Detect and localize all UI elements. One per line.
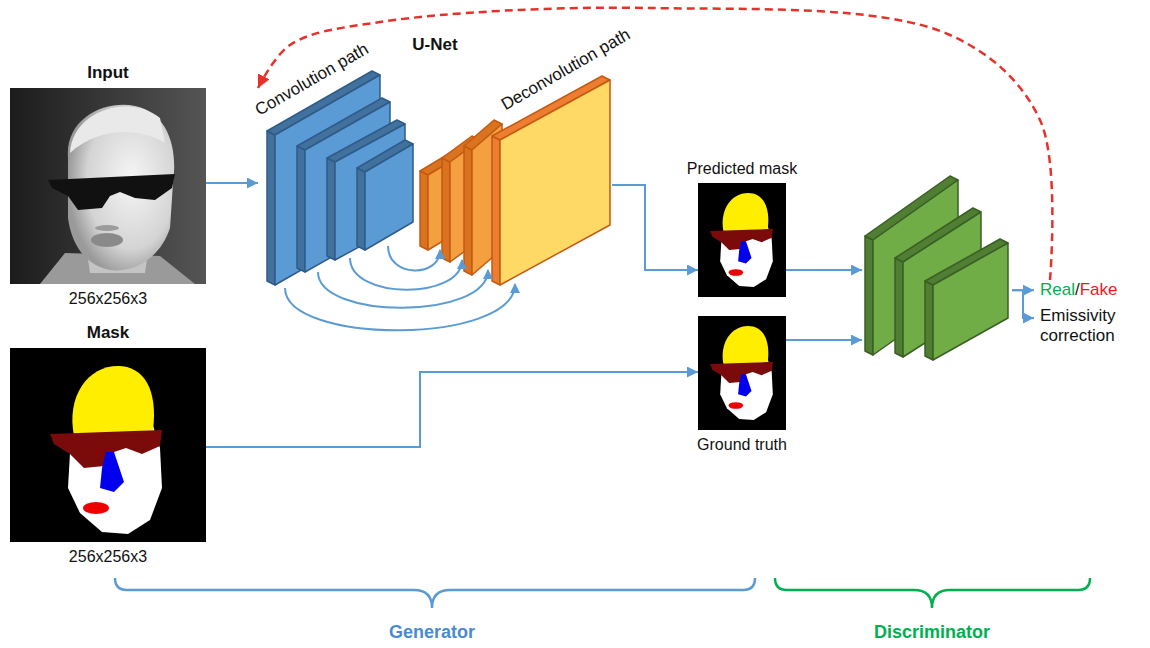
deconvolution-layers: [442, 158, 450, 262]
deconvolution-layers: [420, 171, 428, 250]
flow-arrow: [786, 269, 862, 271]
skip-connections: [350, 258, 462, 290]
predicted-mask-node: Predicted mask: [698, 183, 786, 297]
output-text: /: [1075, 280, 1080, 300]
thermal-image: [48, 174, 175, 210]
image-caption: Mask: [87, 323, 130, 343]
image-caption: Input: [87, 63, 129, 83]
thermal-image: [91, 233, 123, 247]
predicted-mask-image: [698, 183, 786, 297]
mask-image: [10, 348, 206, 542]
skip-connections: [285, 284, 515, 330]
convolution-layers: [357, 168, 365, 250]
convolution-layers: [297, 146, 305, 272]
flow-arrow: [206, 372, 698, 447]
output-label: Emissivity correction: [1034, 306, 1146, 347]
discriminator-layers: [895, 258, 903, 357]
flow-arrow: [206, 182, 258, 184]
predicted-mask-image: [698, 183, 786, 297]
convolution-layers: [365, 144, 413, 250]
input-image-node: Input256x256x3: [10, 88, 206, 284]
deconvolution-layers: [492, 136, 500, 285]
unet-block: Convolution pathU-NetDeconvolution path: [258, 45, 612, 340]
block-caption: U-Net: [412, 35, 457, 55]
discriminator-bracket: [775, 578, 1090, 608]
discriminator-block: [862, 174, 1012, 362]
block-caption: Deconvolution path: [498, 25, 634, 115]
flow-arrow: [786, 339, 862, 341]
thermal-image: [95, 225, 119, 231]
block-caption: Convolution path: [252, 39, 373, 120]
discriminator-layers: [933, 243, 1008, 360]
predicted-mask-image: [710, 193, 773, 287]
convolution-layers: [327, 158, 335, 260]
output-text: Emissivity correction: [1040, 306, 1146, 347]
group-label: Generator: [389, 622, 475, 643]
feedback-arrow: [258, 8, 1052, 280]
deconvolution-layers: [464, 146, 472, 275]
image-caption: Predicted mask: [687, 159, 797, 178]
image-caption: 256x256x3: [69, 289, 147, 308]
skip-connections: [388, 246, 440, 271]
skip-connections: [318, 270, 488, 308]
image-caption: 256x256x3: [69, 547, 147, 566]
deconvolution-layers: [500, 80, 610, 285]
discriminator-layers: [865, 176, 1008, 360]
flow-arrow: [1012, 290, 1034, 318]
mask-image-node: Mask256x256x3: [10, 348, 206, 542]
output-label: Real/Fake: [1034, 280, 1118, 300]
output-text: Fake: [1080, 280, 1118, 300]
mask-image: [10, 348, 206, 542]
thermal-image: [10, 88, 206, 284]
discriminator-layers: [865, 236, 873, 355]
generator-bracket: [115, 578, 755, 608]
group-label: Discriminator: [874, 622, 990, 643]
ground-truth-image: [698, 316, 786, 430]
discriminator-layers: [925, 281, 933, 360]
image-caption: Ground truth: [697, 435, 787, 454]
output-text: Real: [1040, 280, 1075, 300]
thermal-image: [10, 88, 206, 284]
ground-truth-image: [698, 316, 786, 430]
mask-image: [50, 366, 162, 534]
flow-arrow: [612, 185, 698, 270]
convolution-layers: [267, 131, 275, 285]
skip-connections: [285, 246, 515, 330]
ground-truth-node: Ground truth: [698, 316, 786, 430]
thermal-image: [70, 106, 165, 153]
ground-truth-image: [710, 326, 773, 420]
